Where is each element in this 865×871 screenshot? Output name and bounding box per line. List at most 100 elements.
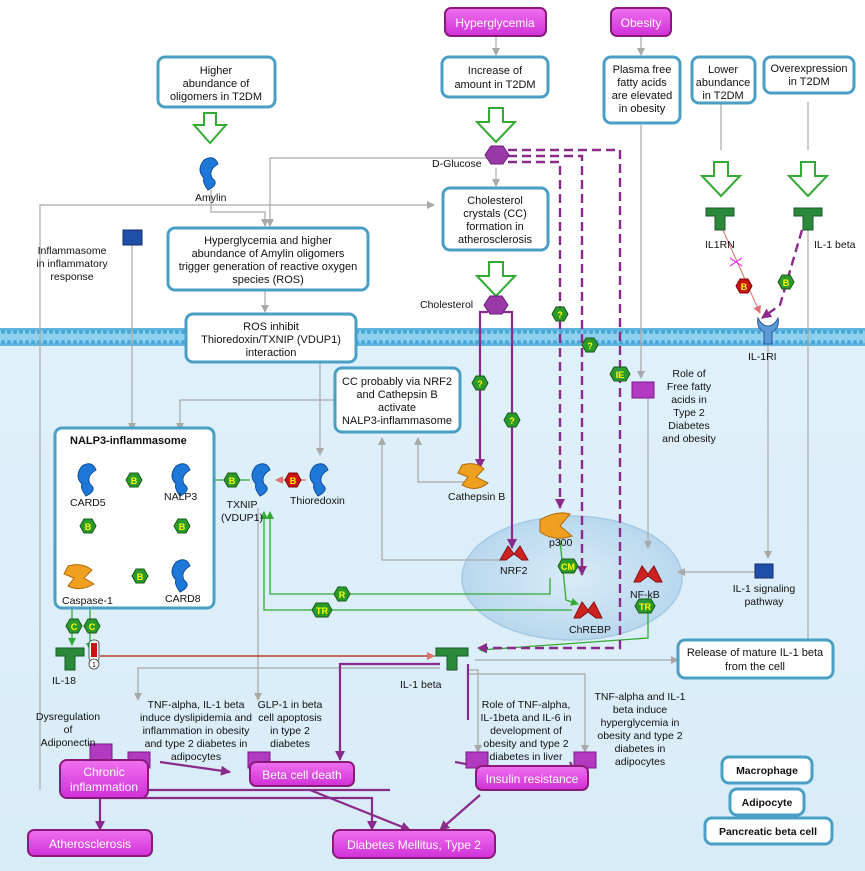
diabetes-node: Diabetes Mellitus, Type 2	[332, 829, 496, 859]
ros-generation-box	[166, 226, 370, 292]
nucleus	[461, 515, 683, 641]
card5-icon	[77, 463, 97, 497]
oligomers-box	[156, 55, 277, 109]
badge-b: B	[735, 278, 753, 294]
nalp3-title: NALP3-inflammasome	[70, 435, 187, 447]
svg-text:R: R	[339, 590, 346, 600]
svg-text:1: 1	[92, 662, 96, 669]
badge-c: C	[83, 618, 101, 634]
hyperglycemia-trigger: Hyperglycemia	[444, 7, 547, 37]
badge-b: B	[79, 518, 97, 534]
d-glucose-label: D-Glucose	[432, 158, 482, 170]
nfkb-label: NF-kB	[630, 589, 660, 601]
il1beta-mid-label: IL-1 beta	[400, 679, 442, 691]
svg-text:TR: TR	[316, 606, 328, 616]
svg-text:Insulin resistance: Insulin resistance	[486, 772, 579, 786]
badge-b: B	[173, 518, 191, 534]
svg-text:Hyperglycemia: Hyperglycemia	[455, 16, 535, 30]
cholesterol-label: Cholesterol	[420, 299, 473, 311]
d-glucose-icon	[484, 145, 510, 165]
svg-text:Beta cell death: Beta cell death	[262, 768, 341, 782]
ffa-role-square	[631, 381, 655, 399]
card8-label: CARD8	[165, 593, 201, 605]
p300-icon	[539, 512, 574, 539]
card5-label: CARD5	[70, 497, 106, 509]
svg-text:CM: CM	[561, 562, 575, 572]
badge-q: ?	[551, 306, 569, 322]
svg-text:?: ?	[587, 341, 593, 351]
il1-signaling-square	[754, 563, 774, 579]
badge-q: ?	[471, 375, 489, 391]
hollow-arrow-glucose	[474, 107, 518, 144]
hollow-arrow-cholesterol	[474, 261, 518, 298]
il1ri-label: IL-1RI	[748, 351, 777, 363]
il1rn-icon	[705, 207, 735, 231]
svg-text:?: ?	[557, 310, 563, 320]
insulin-resistance-node: Insulin resistance	[475, 765, 589, 791]
p300-label: p300	[549, 537, 573, 549]
hollow-arrow-il1beta	[786, 161, 830, 198]
cathepsin-b-label: Cathepsin B	[448, 491, 505, 503]
beta-cell-death-node: Beta cell death	[249, 761, 355, 787]
hollow-arrow-il1rn	[699, 161, 743, 198]
badge-b: B	[125, 472, 143, 488]
lower-abundance-box	[690, 55, 757, 105]
badge-ie: IE	[609, 366, 631, 382]
badge-b: B	[223, 472, 241, 488]
svg-text:IE: IE	[616, 370, 625, 380]
inflammasome-square	[122, 229, 143, 246]
svg-text:B: B	[229, 476, 236, 486]
cell-membrane	[0, 328, 865, 346]
badge-tr: TR	[311, 602, 333, 618]
legend-pancreatic	[703, 816, 834, 846]
legend-adipocyte-text: Adipocyte	[742, 797, 793, 809]
nalp3-label: NALP3	[164, 491, 197, 503]
txnip-icon	[251, 463, 271, 497]
legend-macrophage	[720, 755, 814, 785]
atherosclerosis-node: Atherosclerosis	[27, 829, 153, 857]
release-il1-box	[676, 638, 835, 680]
amylin-icon	[199, 157, 219, 191]
badge-cm: CM	[557, 558, 579, 574]
svg-text:C: C	[89, 622, 96, 632]
cholesterol-icon	[483, 295, 509, 315]
svg-text:B: B	[741, 282, 748, 292]
chrebp-icon	[573, 601, 603, 619]
caspase1-icon	[63, 564, 95, 590]
badge-b: B	[777, 274, 795, 290]
il18-label: IL-18	[52, 675, 76, 687]
svg-text:C: C	[71, 622, 78, 632]
il1beta-top-icon	[793, 207, 823, 231]
svg-text:B: B	[131, 476, 138, 486]
cathepsin-b-icon	[457, 463, 489, 489]
cc-formation-box	[441, 186, 550, 252]
svg-text:?: ?	[477, 379, 483, 389]
legend-adipocyte	[728, 787, 806, 817]
nrf2-icon	[499, 545, 529, 561]
legend-pancreatic-text: Pancreatic beta cell	[719, 826, 817, 838]
cc-activate-box	[333, 366, 462, 434]
svg-text:Obesity: Obesity	[621, 16, 662, 30]
hollow-arrow-amylin	[191, 112, 229, 145]
svg-text:Atherosclerosis: Atherosclerosis	[49, 837, 131, 851]
svg-text:?: ?	[509, 416, 515, 426]
ros-inhibit-box	[184, 312, 358, 364]
badge-b: B	[284, 472, 302, 488]
il18-icon	[55, 647, 85, 671]
